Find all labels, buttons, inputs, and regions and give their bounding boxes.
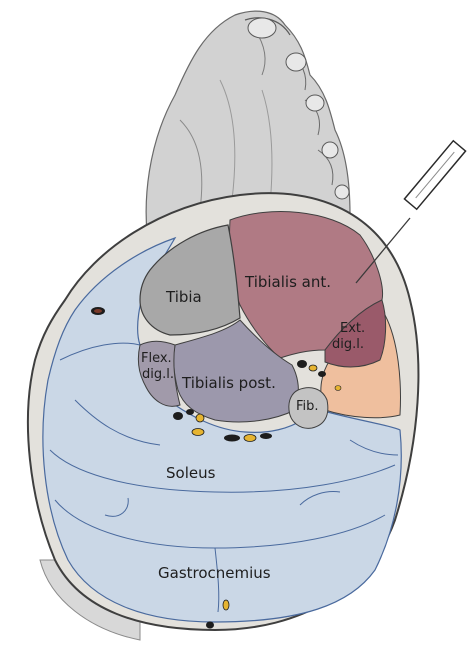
label-soleus: Soleus (166, 464, 216, 482)
label-tibia: Tibia (165, 288, 202, 306)
label-tibialis-post: Tibialis post. (181, 374, 276, 392)
label-ext-dig-line1: Ext. (340, 321, 365, 336)
label-ext-dig-line2: dig.l. (332, 337, 364, 352)
label-tibialis-ant: Tibialis ant. (244, 273, 331, 291)
label-gastrocnemius: Gastrocnemius (158, 564, 271, 582)
label-fibula: Fib. (296, 399, 319, 414)
label-flex-dig-line1: Flex. (141, 351, 172, 366)
label-flex-dig-line2: dig.l. (142, 367, 174, 382)
